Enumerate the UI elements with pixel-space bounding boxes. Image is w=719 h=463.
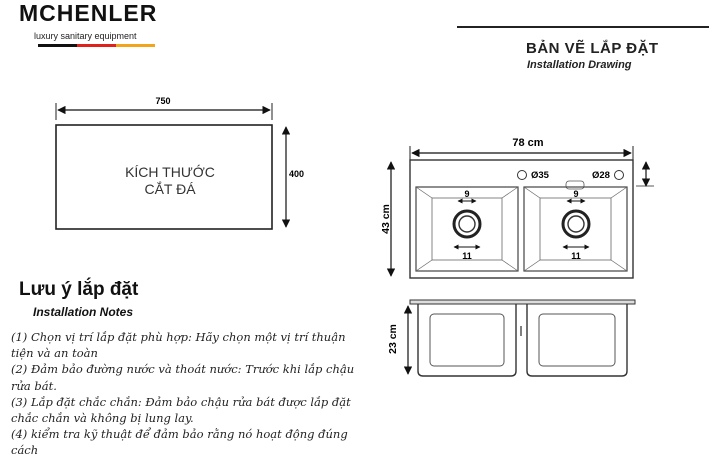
faucet-hole-1 <box>517 170 527 180</box>
right-drain-inner-label: 9 <box>573 189 578 199</box>
note-item-2: (2) Đảm bảo đường nước và thoát nước: Tr… <box>11 362 355 393</box>
left-bowl-profile <box>417 304 517 377</box>
right-basin: 9 11 <box>523 186 628 272</box>
right-basin-inner <box>539 197 612 261</box>
left-drain <box>452 209 482 239</box>
note-item-3: (3) Lắp đặt chắc chắn: Đảm bảo chậu rửa … <box>11 394 351 426</box>
sink-depth-label: 23 cm <box>387 324 399 354</box>
note-item-4: (4) kiểm tra kỹ thuật để đảm bảo rằng nó… <box>11 427 348 458</box>
right-drain <box>561 209 591 239</box>
right-drain-inner <box>567 215 585 233</box>
cutout-height-label: 400 <box>289 169 304 179</box>
sink-rim-profile <box>409 299 636 305</box>
hole2-label: Ø28 <box>592 170 610 181</box>
stripe-black <box>38 44 77 47</box>
left-drain-inner-label: 9 <box>464 189 469 199</box>
notes-list: (1) Chọn vị trí lắp đặt phù hợp: Hãy chọ… <box>11 329 361 459</box>
left-basin-corner-tr <box>501 186 519 199</box>
left-bowl-inner <box>429 313 505 367</box>
right-bowl-profile <box>526 304 628 377</box>
right-basin-outer <box>523 186 628 272</box>
drawing-title: BẢN VẼ LẮP ĐẶT <box>526 40 659 57</box>
stone-cutout-diagram: 750 400 KÍCH THƯỚC CẮT ĐÁ <box>55 96 304 230</box>
brand-name: MCHENLER <box>19 0 158 26</box>
right-basin-corner-bl <box>523 259 541 272</box>
cutout-width-label: 750 <box>155 96 170 106</box>
brand-tagline: luxury sanitary equipment <box>34 31 137 41</box>
drawing-subtitle: Installation Drawing <box>527 59 632 71</box>
sink-height-label: 43 cm <box>380 204 392 234</box>
brand-color-stripe <box>38 44 155 47</box>
right-bowl-inner <box>538 313 616 367</box>
right-basin-corner-br <box>610 259 628 272</box>
stripe-red <box>77 44 116 47</box>
faucet-hole-2 <box>614 170 624 180</box>
overflow-slot <box>565 180 585 190</box>
right-basin-corner-tl <box>523 186 541 199</box>
sink-outer-rim <box>409 159 634 279</box>
hole1-label: Ø35 <box>531 170 550 181</box>
left-basin-corner-br <box>501 259 519 272</box>
cutout-text-line1: KÍCH THƯỚC <box>125 164 215 180</box>
sink-side-view: 23 cm <box>387 299 636 377</box>
title-divider <box>457 26 709 28</box>
note-item-1: (1) Chọn vị trí lắp đặt phù hợp: Hãy chọ… <box>11 330 346 361</box>
left-drain-inner <box>458 215 476 233</box>
notes-subtitle: Installation Notes <box>33 305 134 319</box>
right-drain-outer-label: 11 <box>571 251 581 261</box>
left-basin-inner <box>431 197 503 261</box>
left-basin-outer <box>415 186 519 272</box>
right-basin-corner-tr <box>610 186 628 199</box>
left-basin-corner-bl <box>415 259 433 272</box>
stripe-orange <box>116 44 155 47</box>
sink-top-view: 78 cm 43 cm Ø35 Ø28 9 11 <box>380 137 654 279</box>
cutout-outline <box>55 124 273 230</box>
notes-title: Lưu ý lắp đặt <box>19 279 139 300</box>
cutout-text-line2: CẮT ĐÁ <box>144 180 196 197</box>
left-basin: 9 11 <box>415 186 519 272</box>
left-drain-outer-label: 11 <box>462 251 472 261</box>
left-basin-corner-tl <box>415 186 433 199</box>
sink-width-label: 78 cm <box>512 137 543 149</box>
